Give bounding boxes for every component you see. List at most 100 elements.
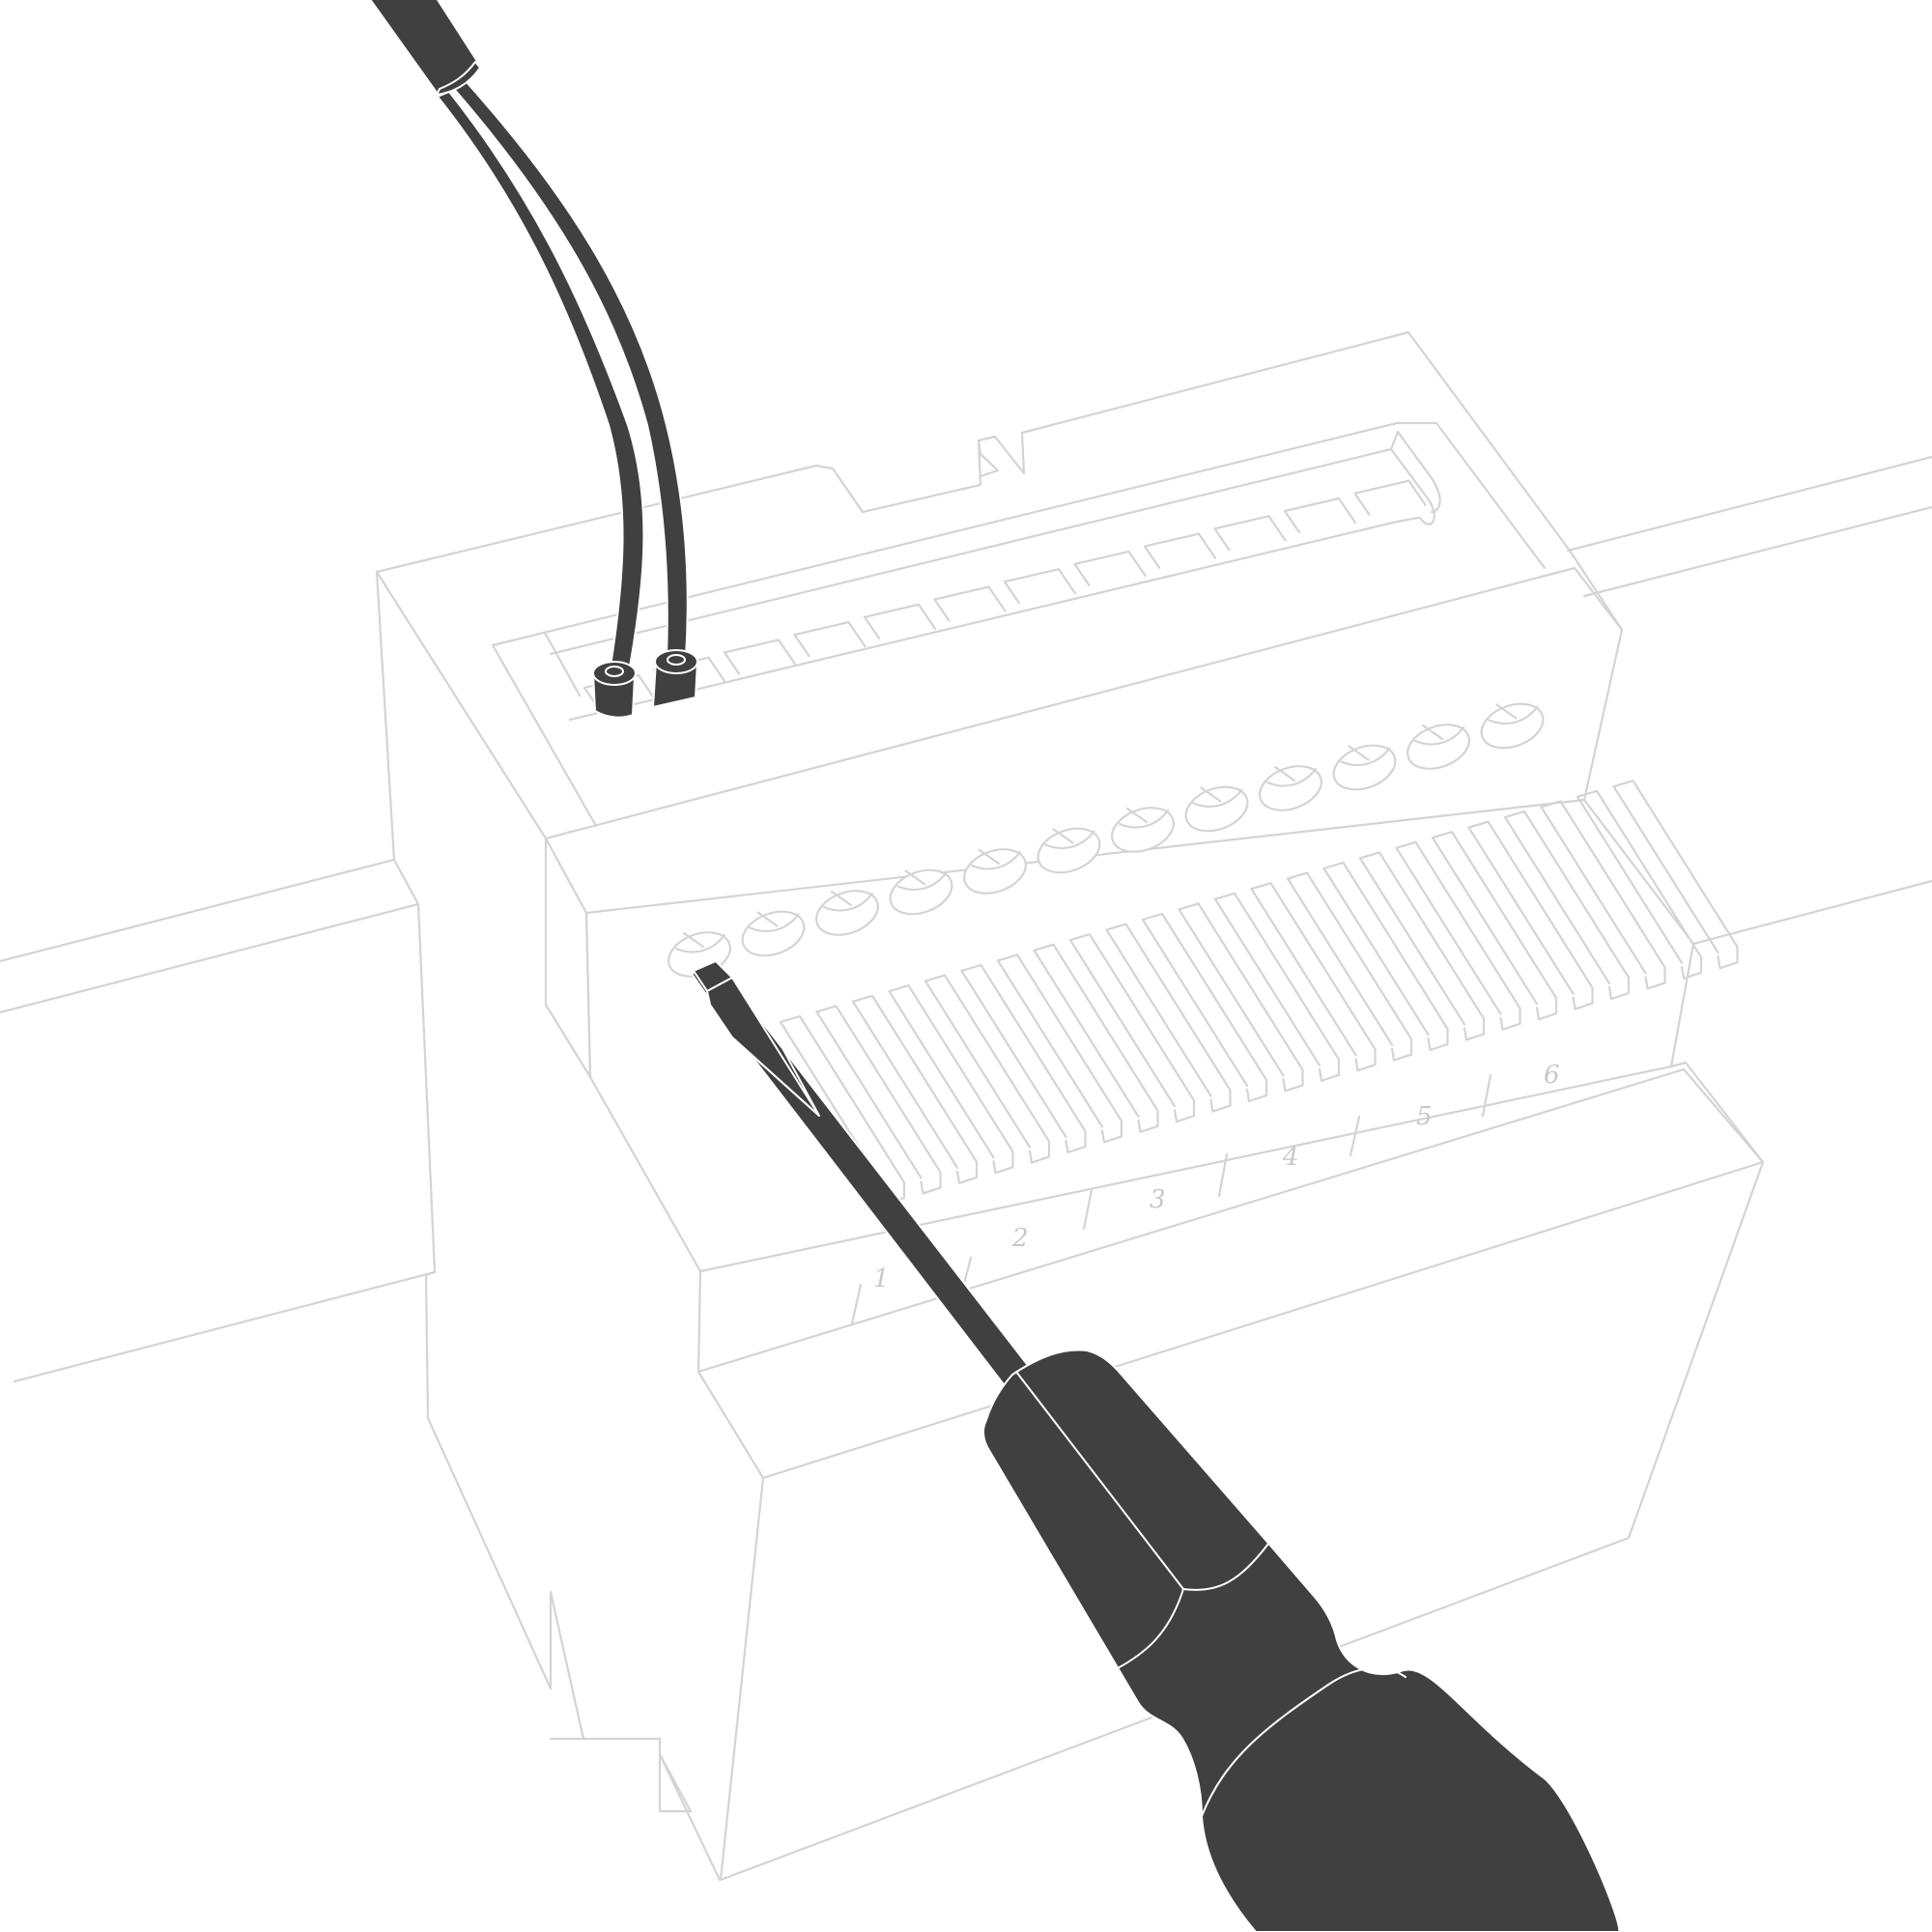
clamp-fin-edge <box>1213 897 1321 1066</box>
screw-head <box>741 910 806 957</box>
screw-slot <box>1044 830 1095 850</box>
clamp-fin-edge <box>923 980 1032 1149</box>
top-slot <box>933 585 1007 612</box>
clamp-fin-edge <box>1178 908 1285 1077</box>
clamp-fin-edge <box>1033 949 1140 1118</box>
top-slot-edge <box>1283 509 1301 534</box>
cable-icon <box>369 0 698 719</box>
din-rail <box>0 455 1932 1383</box>
screw-slot <box>896 871 948 892</box>
top-slot-edge <box>1143 545 1161 569</box>
screw-head <box>1332 744 1397 791</box>
clamp-fin-edge <box>1105 928 1212 1097</box>
screw-icon <box>1037 827 1101 874</box>
screw-icon <box>1332 744 1397 791</box>
clamp-fin <box>815 1005 942 1195</box>
clamp-fin <box>1322 861 1449 1052</box>
screw-slot <box>1118 809 1170 829</box>
screw-slot <box>674 933 726 953</box>
terminal-number-5: 5 <box>1416 1102 1433 1131</box>
top-slot-edge <box>1353 492 1371 516</box>
terminal-number-6: 6 <box>1544 1061 1560 1090</box>
clamp-fin <box>1395 840 1521 1031</box>
din-module <box>375 330 1765 1882</box>
clamp-fin <box>1431 831 1558 1021</box>
screw-head <box>1184 785 1249 833</box>
clamp-fin-edge <box>1358 857 1466 1026</box>
clamp-fin-edge <box>996 959 1104 1128</box>
clamp-fin <box>1141 912 1268 1103</box>
screw-slot <box>749 913 800 933</box>
screw-slot-cross <box>1495 703 1518 720</box>
clamp-fin <box>1105 923 1232 1113</box>
screw-icon <box>1184 785 1249 833</box>
screw-slot-cross <box>1273 765 1296 782</box>
screw-slot <box>822 892 874 912</box>
clamp-fin <box>996 953 1123 1144</box>
screw-head <box>889 868 953 916</box>
clamp-fin <box>1358 851 1486 1041</box>
clamp-fin-edge <box>888 990 995 1159</box>
clamp-fin-edge <box>1540 806 1647 975</box>
clamp-fin-edge <box>1503 815 1611 985</box>
screwdriver-icon <box>691 960 1621 1932</box>
screw-slot <box>1488 705 1539 725</box>
top-slot-edge <box>1213 527 1231 552</box>
screw-slot <box>1192 788 1243 809</box>
screw-head <box>1406 724 1470 770</box>
clamp-fin <box>888 984 1014 1175</box>
terminal-number-3: 3 <box>1150 1185 1166 1214</box>
clamp-fin <box>1467 820 1594 1010</box>
top-slot <box>1073 550 1147 577</box>
clamp-fin-edge <box>1141 918 1249 1088</box>
top-slot-edge <box>1003 581 1021 605</box>
clamp-fin-edge <box>851 1000 959 1169</box>
top-slot-edge <box>933 598 951 622</box>
clamp-fin <box>960 963 1087 1154</box>
top-slot <box>1213 515 1287 542</box>
clamp-fins <box>779 780 1739 1206</box>
top-slot-edge <box>723 651 741 675</box>
clamp-fin <box>1286 871 1413 1062</box>
screw-slot-cross <box>1125 807 1149 824</box>
clamp-fin <box>1612 780 1739 970</box>
screw-slot-cross <box>1200 786 1222 803</box>
clamp-fin-edge <box>1250 888 1357 1057</box>
clamp-fin-edge <box>1068 939 1177 1108</box>
screw-slot-cross <box>830 890 853 907</box>
clamp-fin-edge <box>1576 795 1684 964</box>
terminal-number-1: 1 <box>873 1264 890 1293</box>
screw-slot-cross <box>756 911 779 927</box>
screw-head <box>1111 807 1175 853</box>
top-slot <box>1283 497 1357 525</box>
clamp-fin <box>1576 789 1703 980</box>
clamp-fin <box>1178 902 1304 1093</box>
screw-icon <box>815 890 879 936</box>
screw-slot-cross <box>904 869 926 886</box>
screw-slot <box>970 850 1022 870</box>
clamp-fin <box>1033 943 1159 1133</box>
clamp-fin <box>923 974 1051 1164</box>
terminal-number-2: 2 <box>1011 1224 1029 1253</box>
screw-head <box>1037 827 1101 874</box>
screw-slot-cross <box>1421 724 1444 741</box>
screw-icon <box>741 910 806 957</box>
top-slot <box>1353 479 1427 506</box>
screw-slot <box>1413 725 1465 746</box>
terminal-numbers: 1 2 3 4 5 6 <box>850 1061 1560 1325</box>
top-slot <box>1143 532 1217 559</box>
clamp-fin-edge <box>1612 785 1719 954</box>
clamp-fin-edge <box>1322 867 1430 1037</box>
screw-icon <box>1111 807 1175 853</box>
screw-slot-cross <box>1052 828 1074 844</box>
top-slot <box>863 603 937 630</box>
clamp-fin <box>851 994 979 1184</box>
clamp-fin-edge <box>1395 846 1502 1015</box>
top-slot <box>1003 568 1077 595</box>
clamp-fin-edge <box>960 969 1067 1139</box>
top-slot <box>723 639 797 666</box>
terminal-number-4: 4 <box>1282 1143 1299 1172</box>
screw-head <box>1259 765 1322 811</box>
top-slot-edge <box>1073 562 1091 586</box>
